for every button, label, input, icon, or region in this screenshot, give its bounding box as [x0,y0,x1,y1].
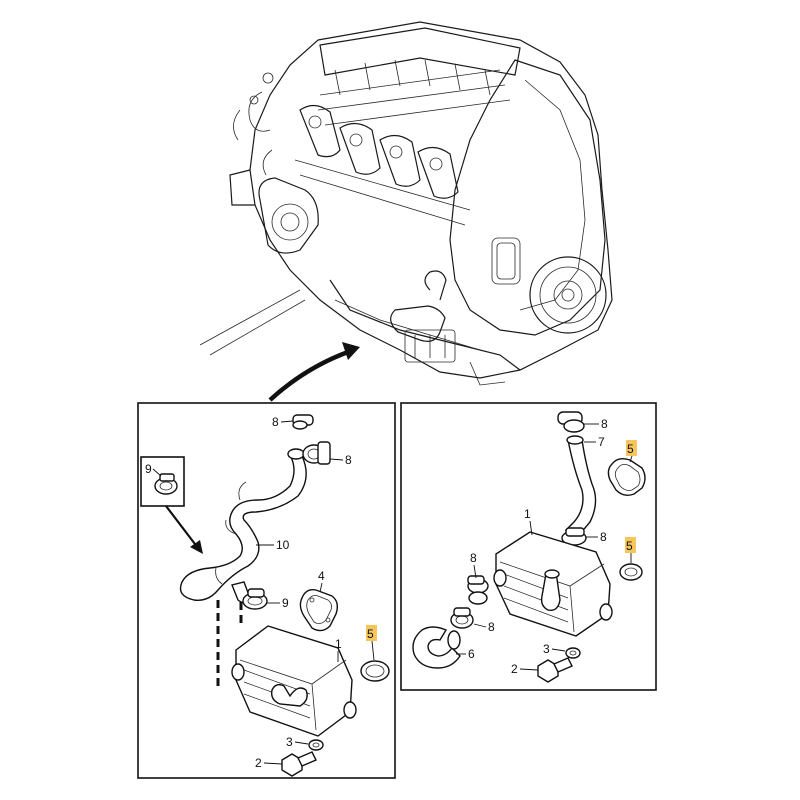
o-ring-5-left [360,660,390,682]
callout-right-2: 2 [511,662,518,676]
callout-right-8-left: 8 [470,551,477,565]
clamp-8-left-right [467,575,489,605]
bolt-2-right [537,657,573,683]
left-detail-frame [137,402,396,779]
clamp-9-mid [242,588,268,610]
callout-left-9-inset: 9 [145,462,152,476]
hose-7 [564,435,597,535]
clamp-inset-frame [140,456,185,507]
callout-left-8-top: 8 [272,415,279,429]
callout-right-5-top: 5 [627,442,634,456]
callout-right-5-mid: 5 [626,539,633,553]
clamp-8-right-left [302,441,331,465]
hose-10 [179,448,307,604]
callout-right-8-lower: 8 [488,620,495,634]
clamp-8-lower-right [450,607,474,629]
callout-left-10: 10 [276,538,290,552]
callout-left-2: 2 [255,756,262,770]
oil-cooler-1-right [493,531,613,637]
callout-left-9-mid: 9 [282,596,289,610]
oil-cooler-1-left [231,625,357,737]
bolt-2-left [281,751,317,777]
callout-left-5: 5 [367,627,374,641]
clamp-9-inset [154,473,178,495]
engine-illustration [199,21,613,386]
callout-left-3: 3 [286,735,293,749]
callout-right-6: 6 [468,647,475,661]
gasket-4 [299,588,339,632]
highlight-right-5-top [626,440,637,456]
highlight-left-5 [366,625,377,641]
hose-6 [412,626,461,669]
callout-left-8-right: 8 [345,453,352,467]
clamp-8-top-left [292,414,314,430]
washer-3-left [308,739,324,751]
gasket-5-top-right [607,457,646,497]
clamp-8-top-right [557,411,585,433]
clamp-8-mid-right [561,527,587,546]
callout-left-4: 4 [318,569,325,583]
callout-right-8-mid: 8 [600,530,607,544]
callout-right-7: 7 [598,435,605,449]
pointer-arrow [268,342,360,402]
highlight-right-5-mid [625,537,636,553]
callout-right-1: 1 [524,507,531,521]
callout-right-3: 3 [543,642,550,656]
callout-left-1: 1 [335,637,342,651]
washer-3-right [565,647,581,659]
o-ring-5-mid-right [619,563,643,581]
callout-right-8-top: 8 [601,417,608,431]
right-detail-frame [400,402,657,691]
